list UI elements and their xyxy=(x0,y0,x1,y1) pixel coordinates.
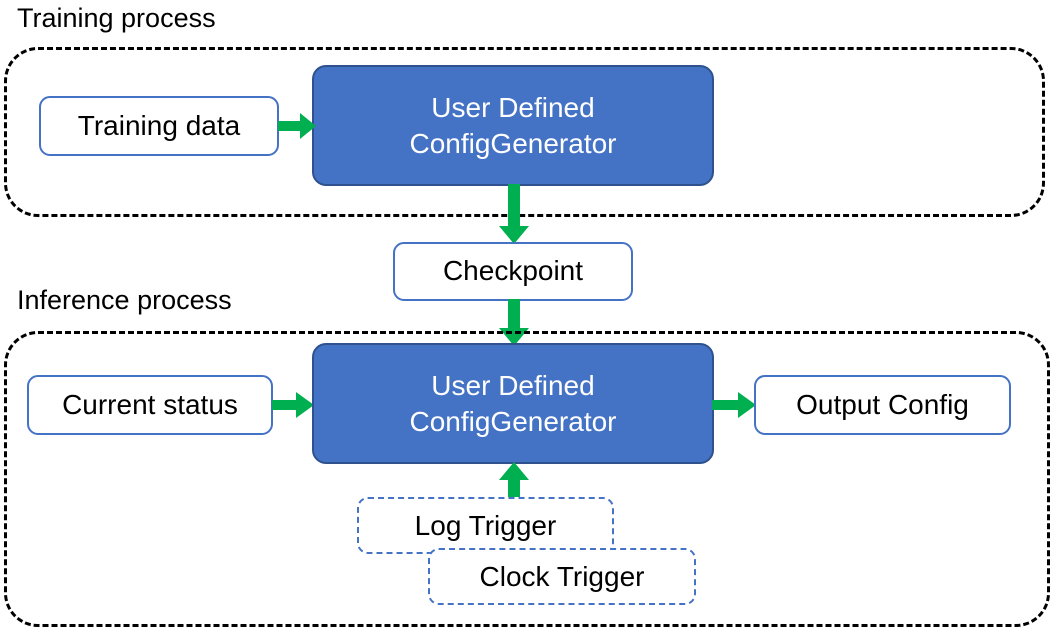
node-training-config-generator-line2: ConfigGenerator xyxy=(409,127,617,159)
node-training-config-generator[interactable]: User Defined ConfigGenerator xyxy=(312,65,714,186)
node-current-status[interactable]: Current status xyxy=(27,375,273,435)
node-inference-config-generator[interactable]: User Defined ConfigGenerator xyxy=(312,343,714,464)
node-log-trigger[interactable]: Log Trigger xyxy=(357,497,614,554)
training-process-container xyxy=(4,47,1045,217)
arrow-checkpoint-to-inference-generator xyxy=(496,299,532,347)
node-checkpoint-label: Checkpoint xyxy=(442,255,584,287)
node-inference-config-generator-line1: User Defined xyxy=(431,369,595,401)
node-output-config-label: Output Config xyxy=(796,388,969,420)
arrow-training-data-to-generator xyxy=(278,110,318,142)
node-training-data[interactable]: Training data xyxy=(39,96,279,156)
node-log-trigger-label: Log Trigger xyxy=(414,509,557,541)
arrow-triggers-to-generator xyxy=(496,462,532,506)
node-training-config-generator-line1: User Defined xyxy=(431,91,595,123)
node-clock-trigger[interactable]: Clock Trigger xyxy=(428,548,696,605)
node-inference-config-generator-line2: ConfigGenerator xyxy=(409,405,617,437)
arrow-generator-to-checkpoint xyxy=(496,184,532,246)
node-output-config[interactable]: Output Config xyxy=(754,375,1011,435)
node-clock-trigger-label: Clock Trigger xyxy=(479,560,645,592)
inference-process-container xyxy=(4,331,1050,627)
arrow-generator-to-output-config xyxy=(712,389,758,421)
node-checkpoint[interactable]: Checkpoint xyxy=(393,242,633,301)
node-training-data-label: Training data xyxy=(77,109,241,141)
training-process-title: Training process xyxy=(17,3,216,33)
node-current-status-label: Current status xyxy=(62,388,238,420)
arrow-current-status-to-generator xyxy=(272,389,316,421)
inference-process-title: Inference process xyxy=(17,285,232,315)
